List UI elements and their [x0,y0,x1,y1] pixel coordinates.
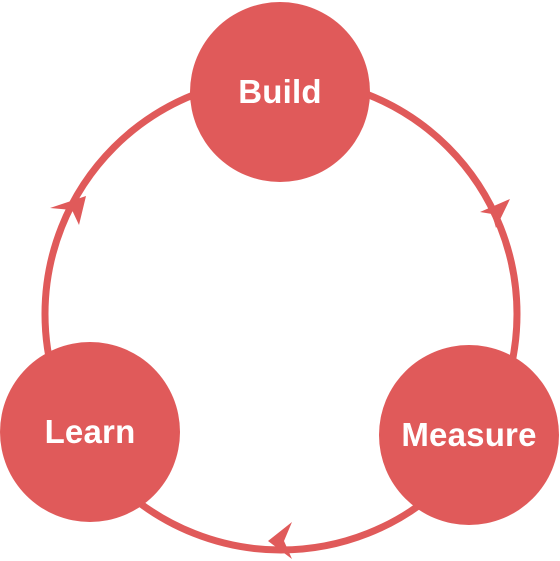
node-measure: Measure [379,345,559,525]
node-build: Build [190,2,370,182]
node-label-build: Build [238,73,322,110]
arrow-head-icon [50,196,86,225]
node-label-measure: Measure [401,416,537,453]
arrow-head-icon [268,522,292,559]
arrow-head-icon [480,199,510,228]
node-label-learn: Learn [44,413,136,450]
node-learn: Learn [0,342,180,522]
